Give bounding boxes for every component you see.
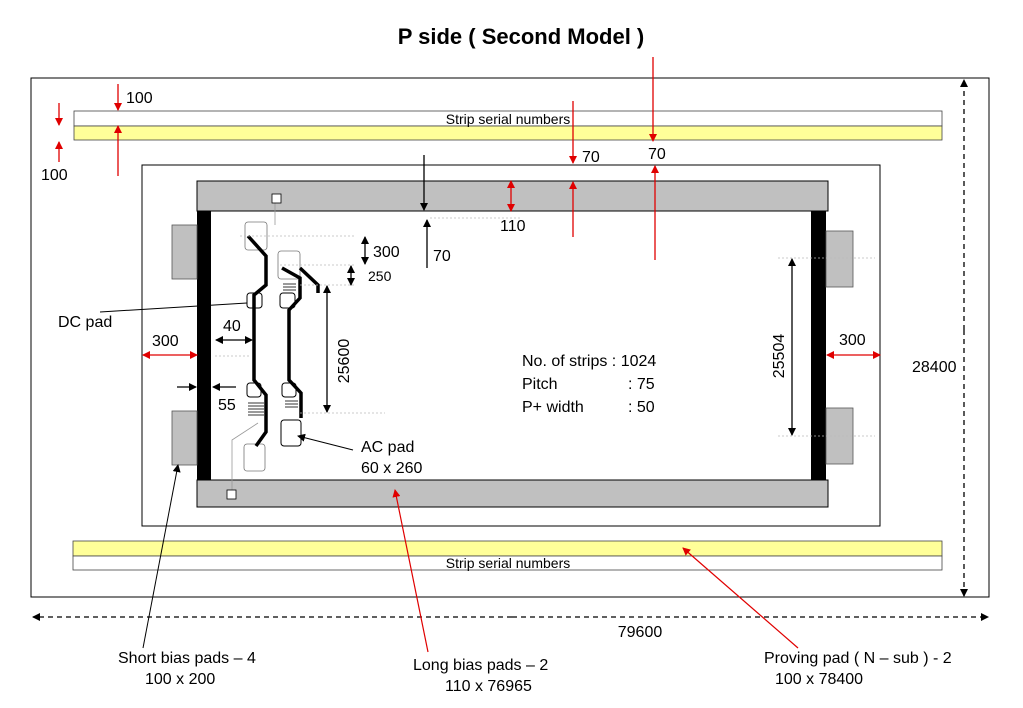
ac-pad-shape	[280, 419, 302, 447]
serial-strip-bottom-yellow	[72, 540, 943, 557]
dim-left-300: 300	[152, 333, 179, 350]
long-bias-size: 110 x 76965	[445, 678, 532, 695]
dim-right-300: 300	[839, 332, 866, 349]
overall-dimension-lines	[32, 79, 989, 621]
spec-pitch-value: : 75	[628, 376, 655, 393]
short-bias-pad-right-top	[825, 230, 854, 288]
dim-dc-40: 40	[223, 318, 241, 335]
dim-bias-110: 110	[500, 218, 526, 235]
spec-strips: No. of strips : 1024	[522, 353, 656, 370]
red-dimension-arrows	[55, 57, 881, 359]
dim-guard-70-a: 70	[582, 149, 600, 166]
dim-strip-length-25504: 25504	[771, 334, 788, 379]
dim-width-55: 55	[218, 397, 236, 414]
outer-border	[30, 77, 990, 598]
short-bias-label: Short bias pads – 4	[118, 650, 256, 667]
proving-pad-size: 100 x 78400	[775, 671, 863, 688]
long-bias-pad-bottom	[196, 479, 829, 508]
callout-leaders	[99, 302, 354, 649]
dim-height-28400: 28400	[912, 359, 957, 376]
red-callout-leaders	[392, 489, 799, 653]
serial-strip-top-yellow	[73, 125, 943, 141]
serial-strip-bottom-white	[72, 555, 943, 571]
serial-label-bottom: Strip serial numbers	[446, 555, 571, 571]
diagram-title: P side ( Second Model )	[398, 24, 645, 49]
proving-pad-label: Proving pad ( N – sub ) - 2	[764, 650, 952, 667]
short-bias-pad-left-top	[171, 224, 198, 280]
long-bias-label: Long bias pads – 2	[413, 657, 548, 674]
dc-pad-label: DC pad	[58, 314, 112, 331]
probe-pad-bottom	[226, 489, 237, 500]
spec-pitch-label: Pitch	[522, 376, 558, 393]
dim-width-79600: 79600	[618, 624, 663, 641]
dim-guard-70-b: 70	[648, 146, 666, 163]
ac-pad-size: 60 x 260	[361, 460, 422, 477]
dim-strip-length-25600: 25600	[336, 339, 353, 384]
short-bias-pad-left-bottom	[171, 410, 198, 466]
dim-inner-70: 70	[433, 248, 451, 265]
ac-pad-label: AC pad	[361, 439, 414, 456]
short-bias-size: 100 x 200	[145, 671, 215, 688]
bias-bar-right	[811, 211, 826, 480]
black-dimension-arrows	[177, 155, 796, 436]
dim-left-100: 100	[41, 167, 68, 184]
guard-ring	[141, 164, 881, 527]
dim-top-100: 100	[126, 90, 153, 107]
dim-strip-250: 250	[368, 268, 392, 284]
bias-bar-left	[197, 211, 211, 480]
long-bias-pad-top	[196, 180, 829, 212]
spec-width-label: P+ width	[522, 399, 584, 416]
probe-pad-top	[271, 193, 282, 204]
spec-width-value: : 50	[628, 399, 655, 416]
dim-strip-300: 300	[373, 244, 400, 261]
strip-detail	[215, 193, 875, 500]
serial-label-top: Strip serial numbers	[446, 111, 571, 127]
